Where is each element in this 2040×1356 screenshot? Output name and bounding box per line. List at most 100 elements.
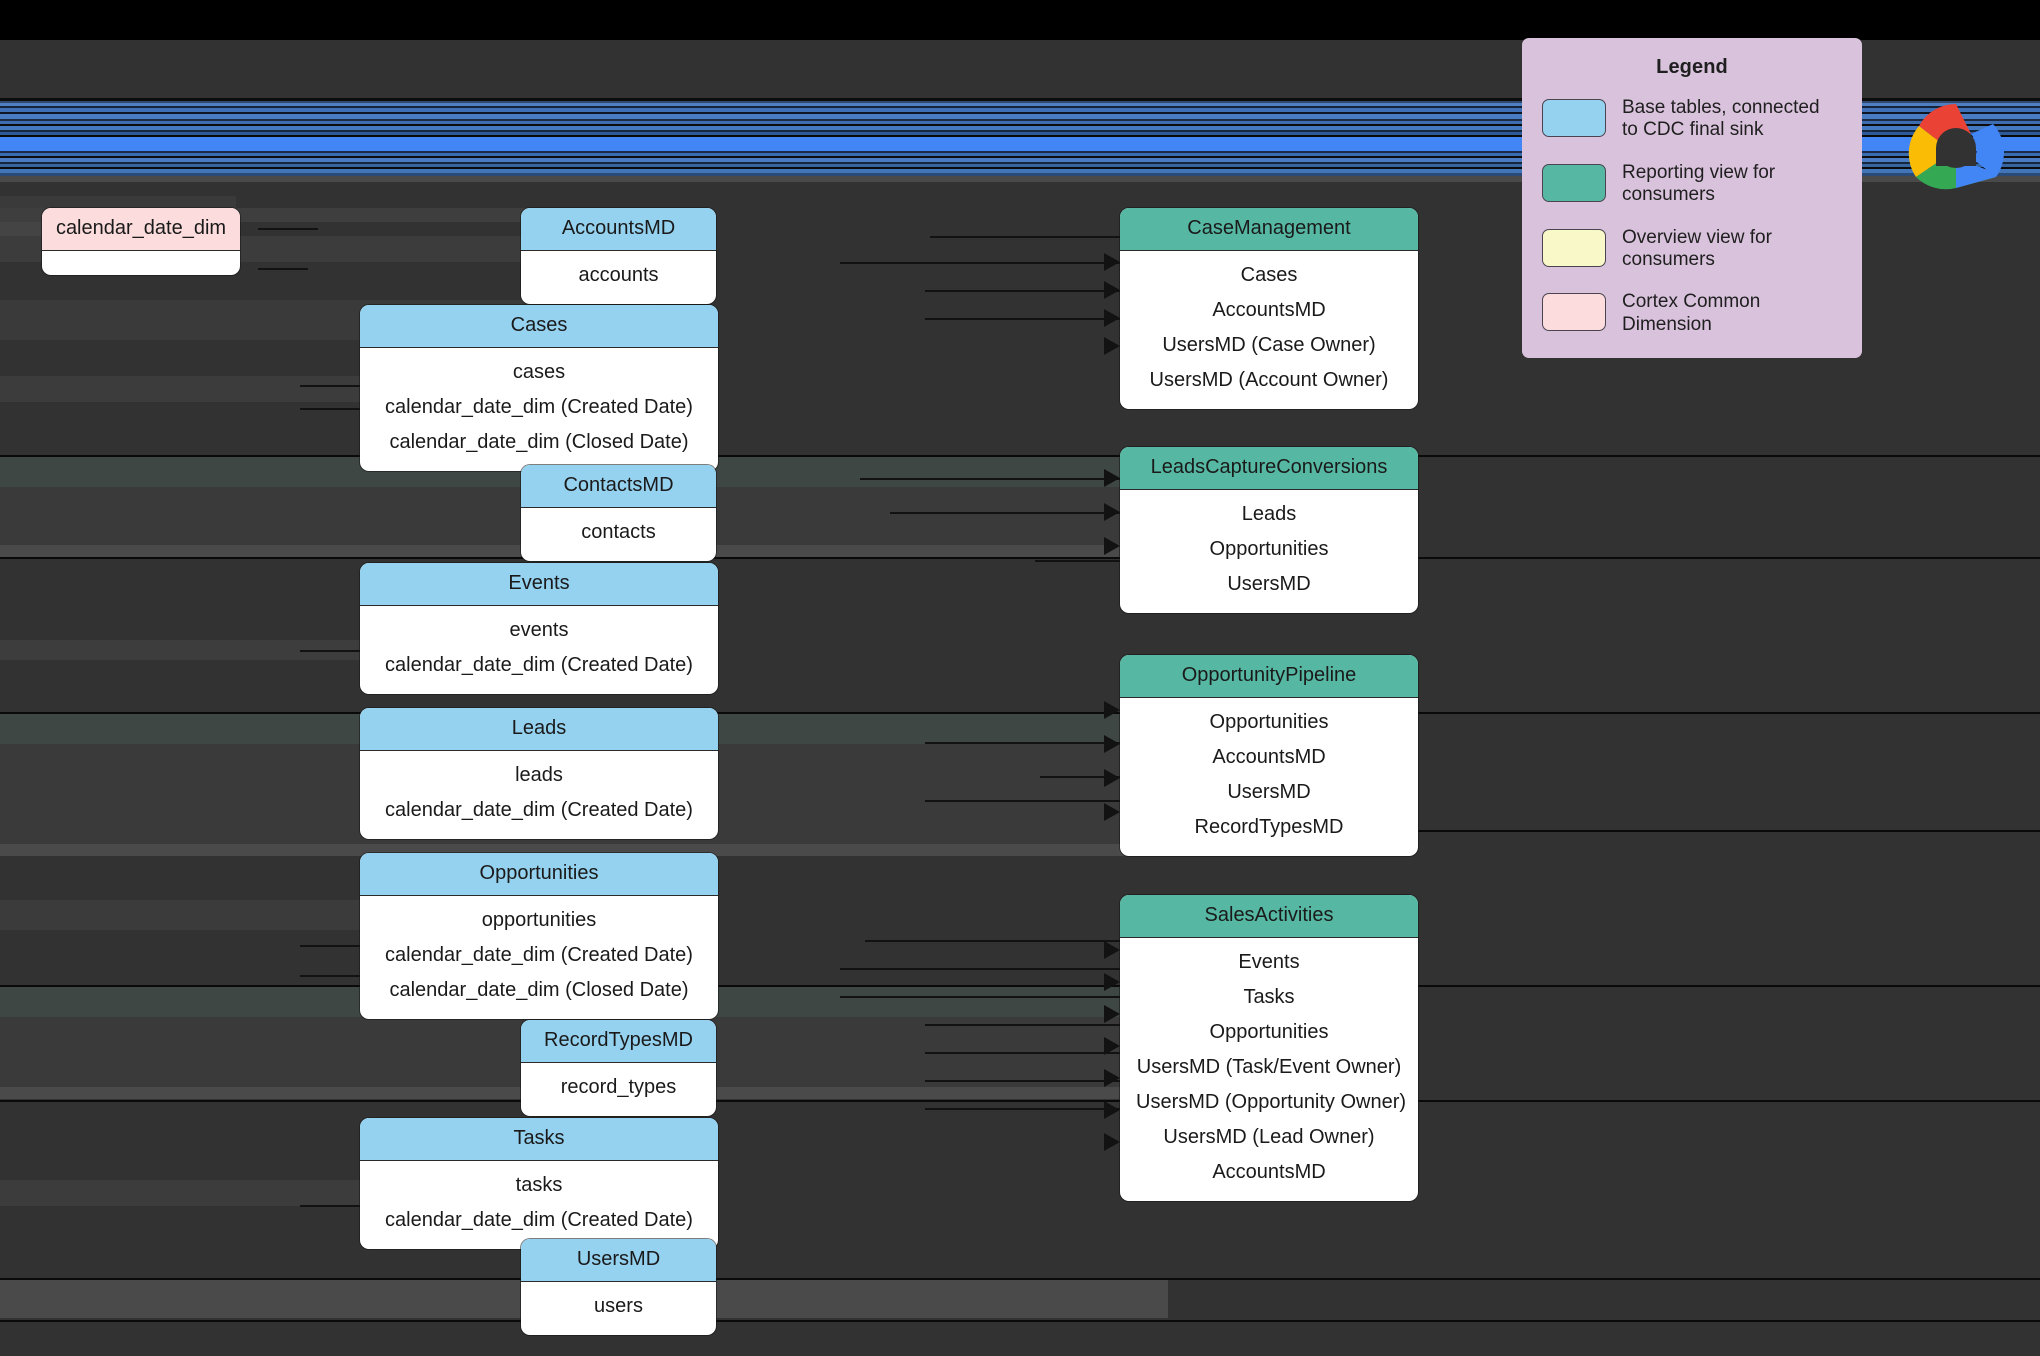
entity-row: contacts	[581, 521, 656, 543]
connector-line	[300, 975, 360, 977]
entity-body-AccountsMD: accounts	[521, 251, 716, 304]
entity-title-Cases: Cases	[360, 305, 718, 348]
connector-arrowhead	[1104, 769, 1120, 787]
connector-line	[865, 940, 1120, 942]
entity-row: calendar_date_dim (Closed Date)	[389, 431, 689, 453]
entity-row: calendar_date_dim (Created Date)	[385, 396, 693, 418]
connector-line	[1035, 560, 1120, 562]
entity-node-Opportunities[interactable]: Opportunities opportunities calendar_date_…	[360, 853, 718, 1019]
entity-title-Leads: Leads	[360, 708, 718, 751]
connector-line	[1040, 776, 1120, 778]
connector-line	[300, 385, 360, 387]
entity-row: Tasks	[1243, 986, 1295, 1008]
legend-label-common-dimension: Cortex Common Dimension	[1622, 291, 1761, 335]
legend-label-overview-view: Overview view for consumers	[1622, 226, 1772, 271]
connector-line	[925, 318, 1120, 320]
legend-item-base-table: Base tables, connected to CDC final sink	[1542, 97, 1842, 142]
entity-row: Events	[1238, 951, 1300, 973]
legend-swatch-overview-view	[1542, 228, 1606, 267]
artifact-hairline	[0, 1100, 2040, 1102]
legend-item-overview-view: Overview view for consumers	[1542, 227, 1842, 272]
entity-node-Cases[interactable]: Cases cases calendar_date_dim (Created Dat…	[360, 305, 718, 471]
entity-row: UsersMD (Lead Owner)	[1163, 1126, 1375, 1148]
connector-line	[300, 650, 360, 652]
entity-row: leads	[515, 764, 563, 786]
google-cloud-logo	[1901, 98, 2011, 194]
entity-row: opportunities	[481, 909, 597, 931]
connector-line	[840, 262, 1120, 264]
artifact-hairline	[0, 712, 2040, 714]
entity-body-ContactsMD: contacts	[521, 508, 716, 561]
entity-title-ContactsMD: ContactsMD	[521, 465, 716, 508]
legend-label-reporting-view: Reporting view for consumers	[1622, 161, 1776, 206]
entity-node-ContactsMD[interactable]: ContactsMD contacts	[521, 465, 716, 561]
artifact-band	[0, 844, 1168, 856]
connector-arrowhead	[1104, 973, 1120, 991]
entity-row: events	[509, 619, 569, 641]
entity-row: AccountsMD	[1212, 299, 1326, 321]
entity-body-RecordTypesMD: record_types	[521, 1063, 716, 1116]
entity-row: AccountsMD	[1212, 746, 1326, 768]
entity-row: Leads	[1241, 503, 1297, 525]
entity-title-calendar_date_dim: calendar_date_dim	[42, 208, 240, 251]
entity-title-Opportunities: Opportunities	[360, 853, 718, 896]
entity-row: calendar_date_dim (Created Date)	[385, 799, 693, 821]
entity-row: AccountsMD	[1212, 1161, 1326, 1183]
artifact-hairline	[0, 1320, 2040, 1322]
entity-row: Opportunities	[1209, 1021, 1329, 1043]
entity-title-AccountsMD: AccountsMD	[521, 208, 716, 251]
connector-line	[890, 512, 1120, 514]
entity-title-OpportunityPipeline: OpportunityPipeline	[1120, 655, 1418, 698]
entity-row: UsersMD (Task/Event Owner)	[1136, 1056, 1402, 1078]
artifact-hairline	[0, 455, 2040, 457]
connector-arrowhead	[1104, 309, 1120, 327]
entity-row: cases	[512, 361, 566, 383]
entity-row: calendar_date_dim (Created Date)	[385, 944, 693, 966]
entity-row: calendar_date_dim (Created Date)	[385, 1209, 693, 1231]
legend-swatch-common-dimension	[1542, 293, 1606, 332]
connector-line	[258, 268, 308, 270]
entity-row: calendar_date_dim (Created Date)	[385, 654, 693, 676]
legend-title: Legend	[1656, 56, 1728, 78]
connector-arrowhead	[1104, 281, 1120, 299]
connector-line	[925, 800, 1120, 802]
legend-label-base-table: Base tables, connected to CDC final sink	[1622, 97, 1820, 141]
entity-title-SalesActivities: SalesActivities	[1120, 895, 1418, 938]
entity-node-calendar_date_dim[interactable]: calendar_date_dim	[42, 208, 240, 275]
legend-panel: Legend Base tables, connected to CDC fin…	[1522, 38, 1862, 359]
entity-node-Leads[interactable]: Leads leads calendar_date_dim (Created Dat…	[360, 708, 718, 839]
entity-title-RecordTypesMD: RecordTypesMD	[521, 1020, 716, 1063]
connector-line	[925, 1024, 1120, 1026]
connector-arrowhead	[1104, 253, 1120, 271]
entity-row: UsersMD	[1227, 781, 1311, 803]
connector-arrowhead	[1104, 803, 1120, 821]
entity-body-UsersMD: users	[521, 1282, 716, 1335]
entity-row: users	[594, 1295, 643, 1317]
connector-line	[860, 478, 1120, 480]
connector-arrowhead	[1104, 1101, 1120, 1119]
connector-line	[925, 742, 1120, 744]
entity-row: calendar_date_dim (Closed Date)	[389, 979, 689, 1001]
legend-item-common-dimension: Cortex Common Dimension	[1542, 291, 1842, 336]
artifact-hairline	[0, 557, 2040, 559]
connector-arrowhead	[1104, 941, 1120, 959]
entity-title-LeadsCaptureConversions: LeadsCaptureConversions	[1120, 447, 1418, 490]
entity-row: Opportunities	[1209, 711, 1329, 733]
entity-row: RecordTypesMD	[1194, 816, 1344, 838]
connector-line	[300, 408, 360, 410]
artifact-hairline	[0, 1278, 2040, 1280]
entity-body-calendar_date_dim	[42, 251, 240, 275]
